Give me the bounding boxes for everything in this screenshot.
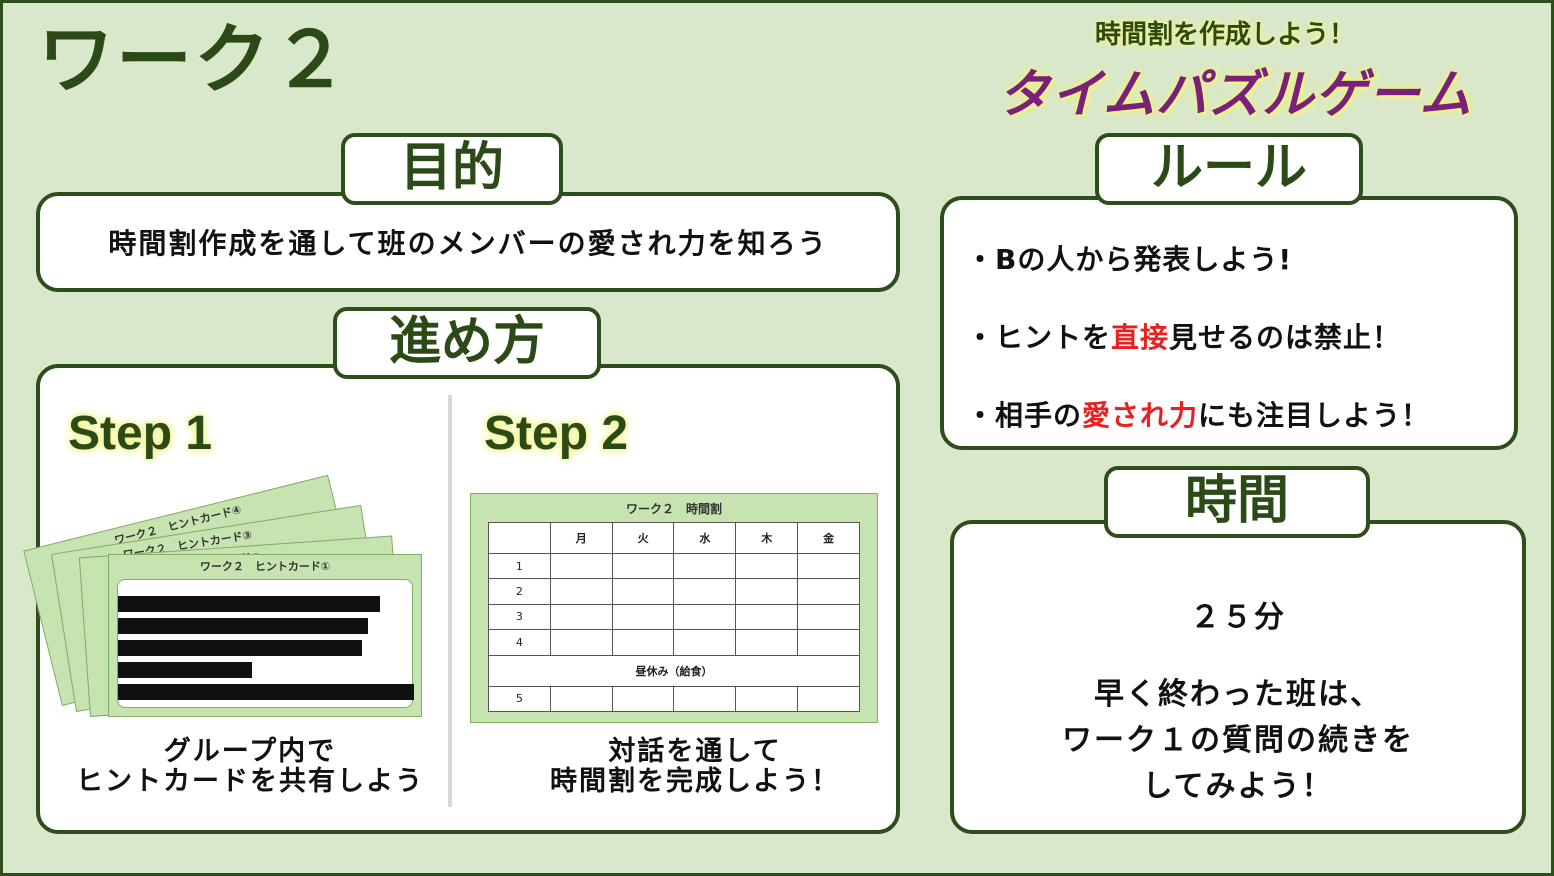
step2-caption: 対話を通して 時間割を完成しよう！ (550, 736, 840, 797)
redacted-line (118, 640, 362, 656)
period-label: 5 (488, 685, 551, 713)
redacted-line (118, 596, 380, 612)
day-header: 火 (611, 522, 675, 554)
step-divider (448, 395, 452, 807)
time-duration: ２５分 (1190, 600, 1286, 635)
table-row: 1 (488, 552, 860, 580)
rule-highlight: 愛され力 (1082, 399, 1199, 432)
hint-card-title: ワーク２ ヒントカード① (199, 560, 331, 573)
step2-heading: Step 2 (484, 407, 629, 460)
timetable-card: ワーク２ 時間割 月 火 水 木 金 1 2 3 4 昼休み（給食） (470, 493, 878, 723)
rule-item: ・Bの人から発表しよう! (966, 243, 1293, 276)
day-header: 金 (797, 522, 860, 554)
lunch-row: 昼休み（給食） (488, 654, 860, 687)
redacted-line (118, 684, 414, 700)
day-header: 木 (735, 522, 799, 554)
day-header: 水 (673, 522, 737, 554)
rule-item: ・ヒントを直接見せるのは禁止！ (966, 321, 1402, 354)
timetable: 月 火 水 木 金 1 2 3 4 昼休み（給食） 5 (488, 522, 860, 713)
procedure-tab: 進め方 (333, 307, 601, 379)
rule-highlight: 直接 (1111, 321, 1170, 354)
timetable-title: ワーク２ 時間割 (625, 502, 722, 516)
period-label: 1 (488, 552, 551, 580)
hint-card-1: ワーク２ ヒントカード① (108, 554, 422, 717)
period-label: 4 (488, 629, 551, 656)
game-title: タイムパズルゲーム (997, 65, 1473, 125)
subtitle: 時間割を作成しよう！ (1094, 20, 1355, 50)
redacted-line (118, 662, 252, 678)
step1-heading: Step 1 (68, 407, 213, 460)
purpose-tab: 目的 (341, 133, 563, 205)
redacted-line (118, 618, 368, 634)
rules-list: ・Bの人から発表しよう! ・ヒントを直接見せるのは禁止！ ・相手の愛され力にも注… (966, 238, 1494, 472)
rules-tab: ルール (1095, 133, 1363, 205)
period-label: 3 (488, 603, 551, 631)
table-row: 5 (488, 685, 860, 713)
period-label: 2 (488, 578, 551, 605)
time-panel: ２５分 早く終わった班は、 ワーク１の質問の続きを してみよう！ (950, 520, 1526, 834)
purpose-text: 時間割作成を通して班のメンバーの愛され力を知ろう (108, 227, 828, 260)
page-title: ワーク２ (38, 15, 350, 104)
time-tab: 時間 (1104, 466, 1370, 538)
hint-card-content (117, 579, 414, 708)
table-row: 4 (488, 629, 860, 656)
table-row: 3 (488, 603, 860, 631)
table-row: 昼休み（給食） (488, 654, 860, 687)
day-header: 月 (549, 522, 613, 554)
table-row: 2 (488, 578, 860, 605)
rule-item: ・相手の愛され力にも注目しよう！ (966, 399, 1431, 432)
step1-caption: グループ内で ヒントカードを共有しよう (76, 736, 424, 797)
purpose-panel: 時間割作成を通して班のメンバーの愛され力を知ろう (36, 192, 900, 292)
rules-panel: ・Bの人から発表しよう! ・ヒントを直接見せるのは禁止！ ・相手の愛され力にも注… (940, 196, 1518, 450)
time-note: 早く終わった班は、 ワーク１の質問の続きを してみよう！ (1062, 677, 1414, 804)
